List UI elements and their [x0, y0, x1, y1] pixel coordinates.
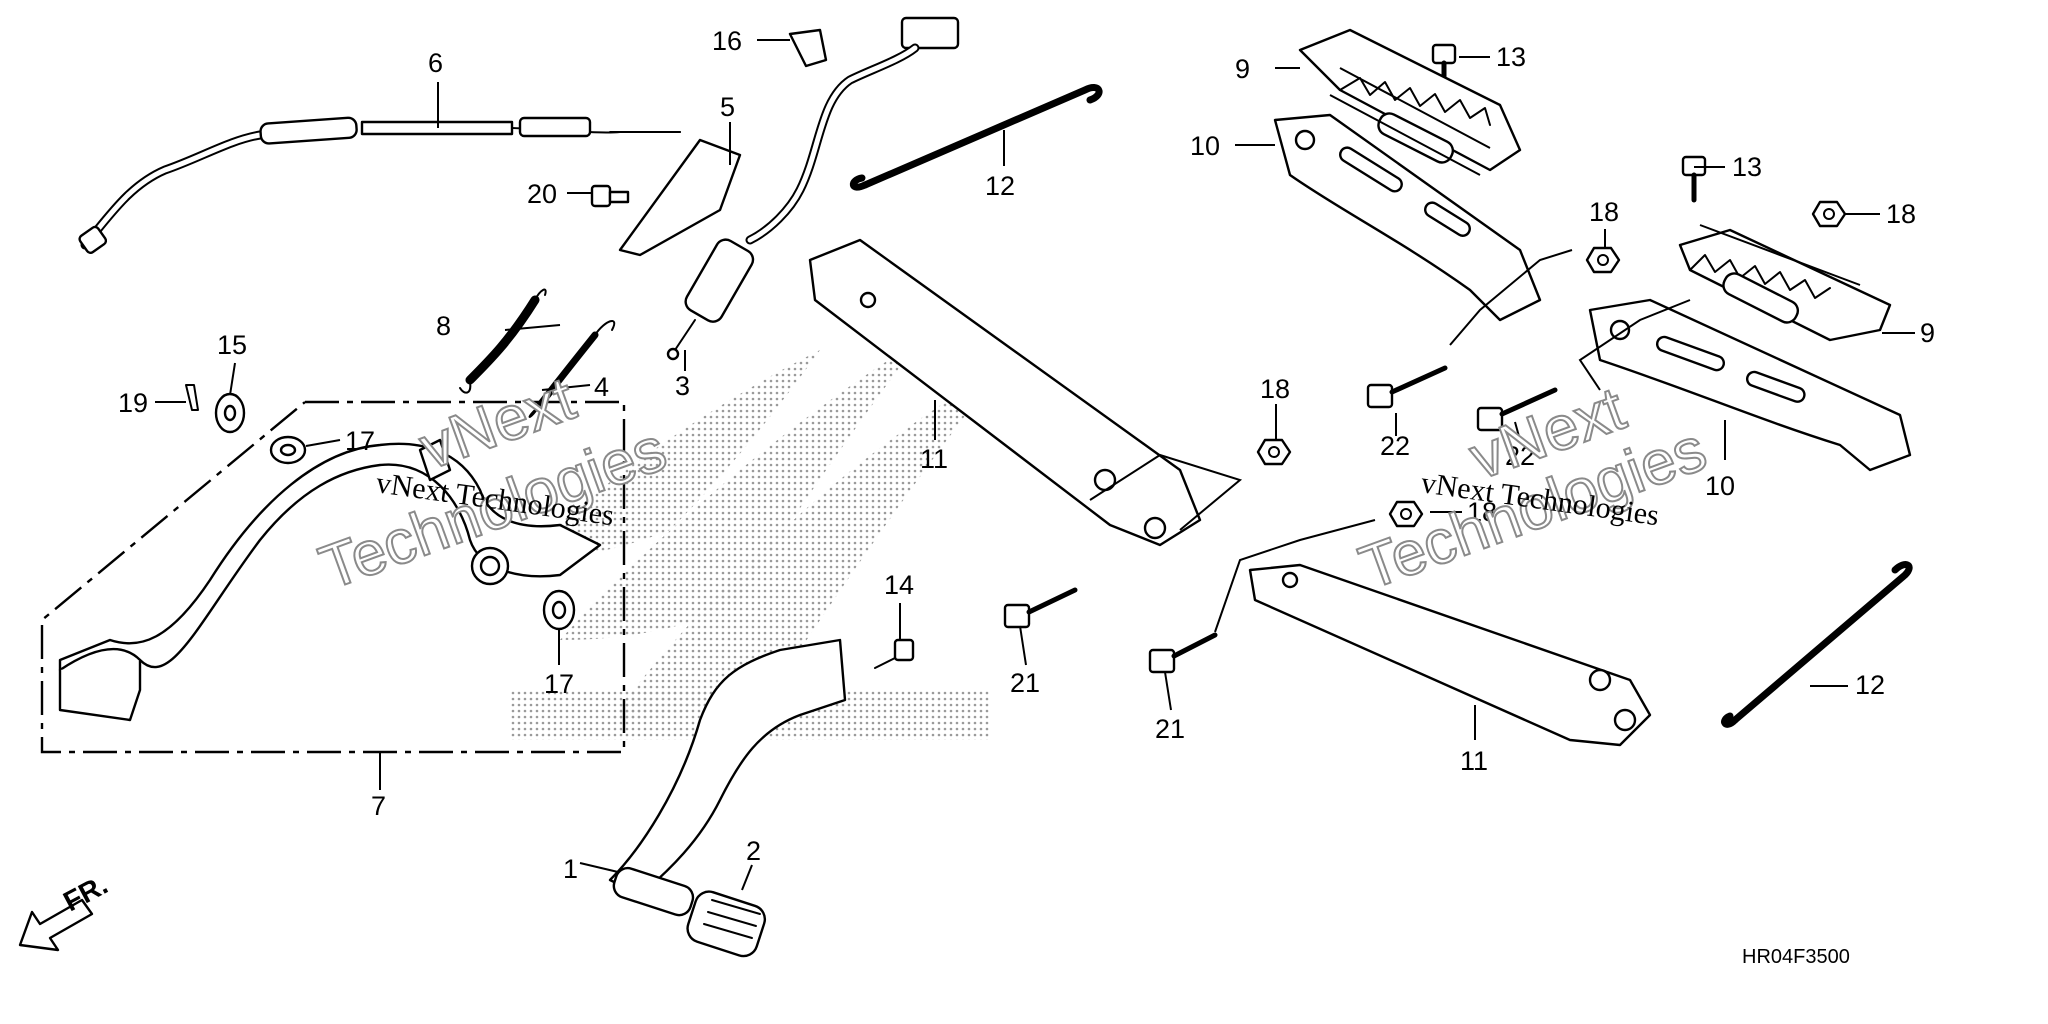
callout-6: 6: [428, 48, 443, 78]
part-9-step-lower: [1678, 228, 1892, 342]
callout-18-a: 18: [1260, 374, 1290, 404]
part-18-nut-2: [1388, 500, 1424, 528]
part-18-nut-1: [1256, 438, 1292, 466]
callout-12-upper: 12: [985, 171, 1015, 201]
part-8-spring: [459, 288, 547, 394]
callout-10-upper: 10: [1190, 131, 1220, 161]
callout-18-d: 18: [1886, 199, 1916, 229]
part-13-bolt-lower: [1681, 155, 1707, 203]
callout-11-upper: 11: [920, 444, 948, 474]
part-17-bushing-upper: [269, 435, 307, 465]
part-14-bolt: [874, 638, 915, 669]
part-22-bolt-upper: [1366, 365, 1448, 409]
callout-9-lower: 9: [1920, 318, 1935, 348]
callout-17-upper: 17: [345, 426, 375, 456]
callout-5: 5: [720, 92, 735, 122]
callout-22-upper: 22: [1380, 431, 1410, 461]
callout-4: 4: [594, 372, 609, 402]
part-4-spring: [528, 320, 616, 418]
part-22-bolt-lower: [1476, 387, 1558, 432]
part-18-nut-3: [1585, 246, 1621, 274]
callout-22-lower: 22: [1505, 441, 1535, 471]
callout-7: 7: [371, 791, 386, 821]
part-20-bolt: [590, 184, 630, 208]
part-11-arm-lower: [1248, 563, 1652, 747]
part-17-bushing-lower: [542, 589, 576, 631]
callout-13-upper: 13: [1496, 42, 1526, 72]
callout-3: 3: [675, 371, 690, 401]
diagram-code: HR04F3500: [1742, 946, 1850, 968]
callout-1: 1: [563, 854, 578, 884]
callout-19: 19: [118, 388, 148, 418]
callout-11-lower: 11: [1460, 746, 1488, 776]
part-7-brake-pedal-assembly: [40, 400, 626, 754]
part-18-nut-4: [1811, 200, 1847, 228]
leader-lines: [155, 39, 1915, 891]
callout-18-c: 18: [1589, 197, 1619, 227]
callout-21-upper: 21: [1010, 668, 1040, 698]
part-2-pedal-rubber: [686, 890, 767, 958]
part-11-arm-upper: [808, 238, 1202, 547]
part-10-bracket-upper: [1273, 113, 1542, 322]
callout-9-upper: 9: [1235, 54, 1250, 84]
callout-18-b: 18: [1467, 497, 1497, 527]
front-direction-arrow-icon: FR.: [18, 869, 113, 952]
callout-12-lower: 12: [1855, 670, 1885, 700]
part-12-rod-upper: [849, 84, 1103, 191]
callout-15: 15: [217, 330, 247, 360]
callout-2: 2: [746, 836, 761, 866]
callout-13-lower: 13: [1732, 152, 1762, 182]
callout-10-lower: 10: [1705, 471, 1735, 501]
callout-14: 14: [884, 570, 914, 600]
part-1-shift-pedal: [608, 638, 847, 917]
part-3-switch: [666, 16, 960, 361]
part-6-cable: [78, 116, 681, 255]
part-5-cover: [618, 138, 742, 257]
part-19-pin: [185, 384, 199, 411]
part-12-rod-lower: [1721, 561, 1913, 728]
part-16-clip: [788, 28, 828, 68]
part-21-bolt-upper: [1003, 587, 1078, 629]
part-10-bracket-lower: [1588, 298, 1912, 472]
part-21-bolt-lower: [1148, 632, 1218, 674]
part-15-washer: [214, 392, 246, 434]
callout-20: 20: [527, 179, 557, 209]
callout-21-lower: 21: [1155, 714, 1185, 744]
callout-16: 16: [712, 26, 742, 56]
callout-numbers: 1 2 3 4 5 6 7 8 9 9 10 10 11 11 12 12 13…: [118, 26, 1935, 884]
callout-8: 8: [436, 311, 451, 341]
callout-17-lower: 17: [544, 669, 574, 699]
